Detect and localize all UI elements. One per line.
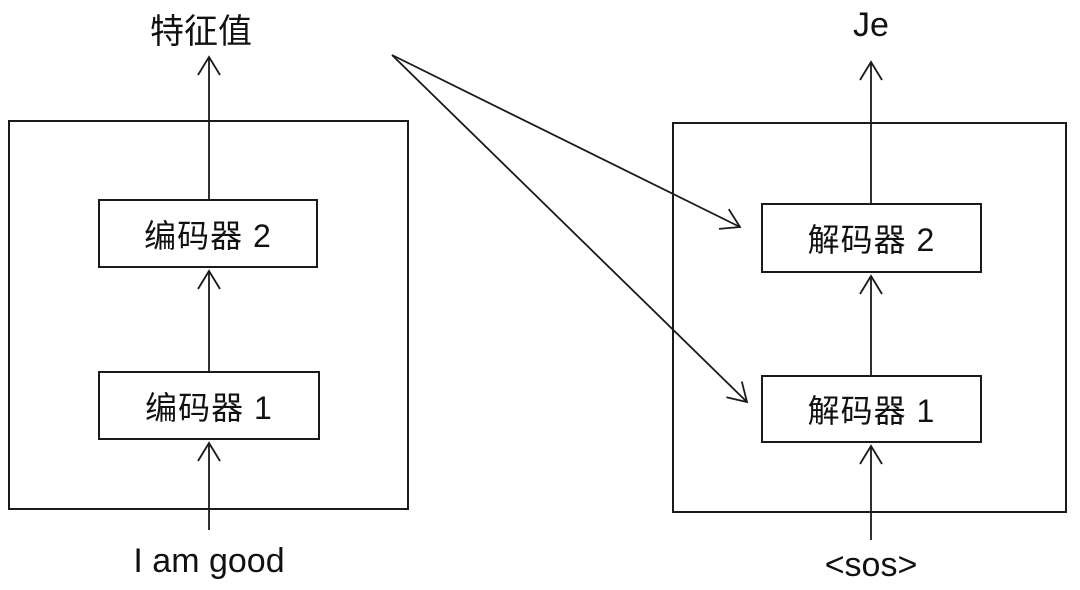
encoder-1-box: 编码器 1 — [98, 371, 320, 440]
decoder-1-box: 解码器 1 — [761, 375, 982, 443]
decoder-group-box — [672, 122, 1067, 513]
encoder-2-label: 编码器 2 — [144, 217, 272, 254]
encoder-group-box — [8, 120, 409, 510]
feature-value-label: 特征值 — [150, 13, 252, 51]
encoder-input-label: I am good — [133, 542, 285, 580]
decoder-2-label: 解码器 2 — [807, 222, 936, 258]
encoder-2-box: 编码器 2 — [98, 199, 318, 268]
encoder-1-label: 编码器 1 — [145, 389, 273, 426]
decoder-output-label: Je — [853, 6, 889, 44]
decoder-1-label: 解码器 1 — [807, 393, 936, 429]
decoder-input-label: <sos> — [824, 546, 918, 584]
decoder-2-box: 解码器 2 — [761, 203, 982, 273]
